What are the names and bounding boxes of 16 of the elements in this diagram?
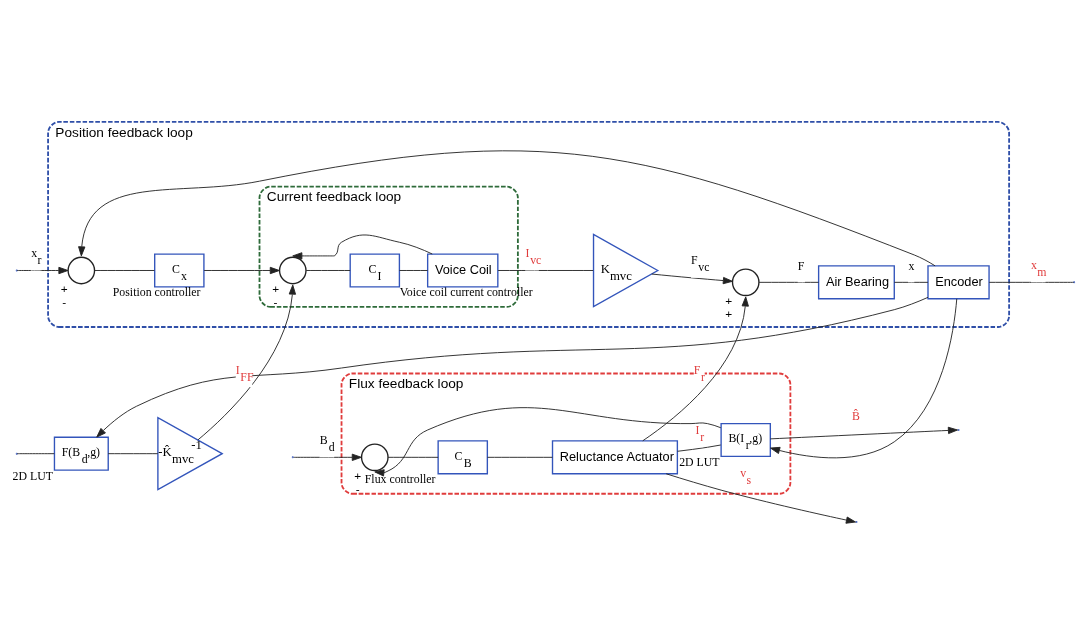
edge-label: B̂ — [851, 409, 860, 424]
node-label: + — [725, 306, 733, 321]
node-label: + — [272, 282, 280, 297]
node-label: Position controller — [112, 285, 201, 300]
node-label: + — [60, 282, 68, 297]
node-label: + — [354, 469, 362, 484]
node-label: + — [725, 294, 733, 309]
node-label: - — [273, 294, 278, 309]
node-label: Voice coil current controller — [399, 285, 533, 300]
edge-label: F — [797, 258, 805, 273]
node-label: - — [355, 481, 360, 496]
node-label: 2D LUT — [12, 468, 53, 483]
node-label: 2D LUT — [679, 454, 720, 469]
edge-label: x — [908, 258, 915, 273]
node-label: Flux controller — [364, 472, 436, 487]
node-label: - — [62, 294, 67, 309]
